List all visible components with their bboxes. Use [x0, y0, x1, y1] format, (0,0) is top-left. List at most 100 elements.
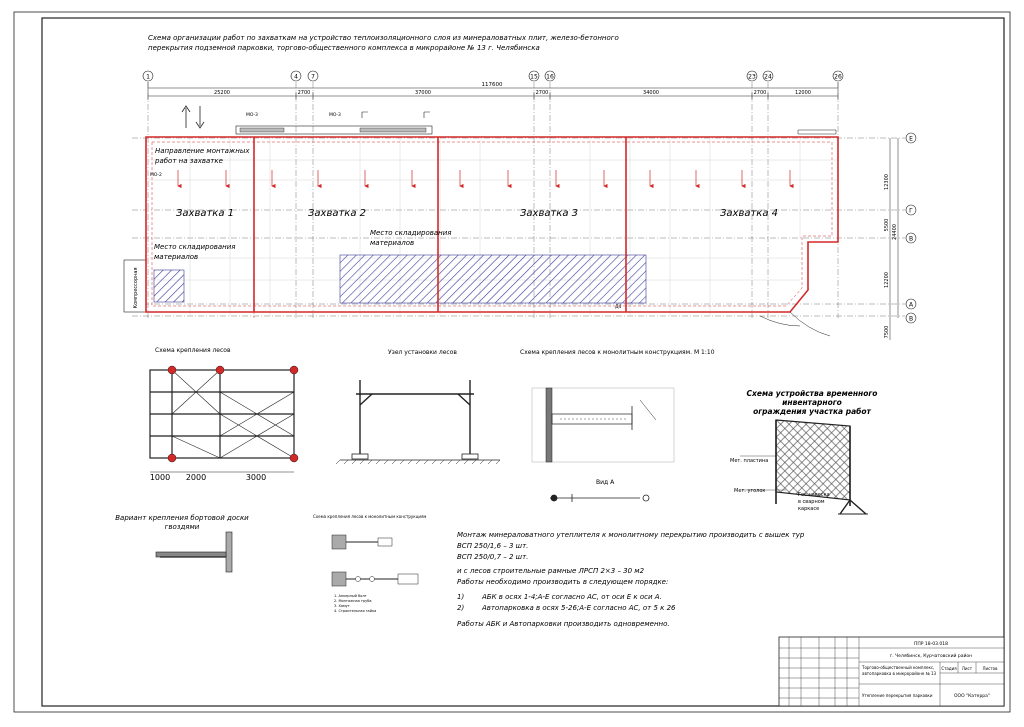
ramp-curve	[759, 315, 801, 327]
direction-note: Направление монтажных	[155, 147, 250, 155]
anchor-points	[167, 365, 299, 463]
rooftop-equipment	[359, 127, 427, 133]
scaffold-node: Узел установки лесов	[335, 349, 501, 465]
dimension: 2700	[298, 90, 311, 96]
storage-label-1b: материалов	[154, 253, 198, 261]
entrance-canopy	[797, 129, 837, 135]
axis-label: 15	[530, 74, 538, 81]
detail-title: Схема крепления лесов к монолитным конст…	[313, 514, 426, 519]
dimension: 7500	[884, 326, 890, 339]
fence-label: Гос навеска	[798, 492, 830, 498]
direction-note: работ на захватке	[154, 157, 223, 165]
note-number: 2)	[457, 604, 464, 612]
down-arrow-icon	[195, 106, 205, 129]
document-code: ППР 18-03.018	[914, 641, 948, 647]
sheet-title: Утепление перекрытия парковки	[862, 693, 933, 698]
mark-label: Д4	[615, 304, 622, 310]
fence-label: каркасе	[798, 506, 819, 512]
detail-title: Узел установки лесов	[388, 349, 457, 356]
compressor-label: Компрессорная	[133, 268, 139, 309]
dimension: 24400	[892, 224, 898, 240]
detail-title: гвоздями	[165, 523, 200, 531]
edge-board-variant: Вариант крепления бортовой доски гвоздям…	[115, 514, 249, 573]
dimension: 5500	[884, 219, 890, 232]
storage-label-1: Место складирования	[154, 243, 236, 251]
direction-arrows	[177, 170, 794, 189]
axis-label: 4	[294, 74, 298, 81]
note-line: Монтаж минераловатного утеплителя к моно…	[457, 531, 805, 539]
work-notes: Монтаж минераловатного утеплителя к моно…	[457, 531, 805, 628]
right-dimension-chain	[889, 138, 899, 340]
title-block: ППР 18-03.018 г. Челябинск, Курчатовский…	[778, 636, 1005, 707]
storage-label-2b: материалов	[370, 239, 414, 247]
dimension: 2700	[754, 90, 767, 96]
detail-title: Схема крепления лесов к монолитным конст…	[520, 349, 715, 356]
zone-label-2: Захватка 2	[308, 208, 366, 219]
axis-label: В	[909, 316, 913, 323]
overall-dimension: 117600	[482, 82, 503, 88]
drawing-title-line1: Схема организации работ по захваткам на …	[148, 34, 619, 42]
section-mark	[423, 111, 430, 118]
outer-frame	[13, 11, 1011, 713]
note-line: Работы необходимо производить в следующе…	[457, 578, 668, 586]
axis-label: Е	[909, 136, 913, 143]
zone-label-3: Захватка 3	[520, 208, 578, 219]
dimension: 34000	[643, 90, 659, 96]
storage-area-1	[153, 269, 185, 303]
note-line: ВСП 250/0,7 – 2 шт.	[457, 553, 528, 561]
fence-label: Мет. уголок	[734, 488, 765, 494]
dimension: 3000	[246, 473, 266, 482]
site-plan: 1 4 7 15 16 23 24 26	[123, 70, 917, 340]
note-line: Работы АБК и Автопарковки производить од…	[457, 620, 670, 628]
dimension: 12300	[884, 174, 890, 190]
sheet-header: Лист	[962, 666, 973, 671]
axis-label: 1	[146, 74, 150, 81]
mark-label: МО-2	[150, 172, 162, 178]
note-line: ВСП 250/1,6 – 3 шт.	[457, 542, 528, 550]
location: г. Челябинск, Курчатовский район	[890, 652, 972, 659]
note-line: Автопарковка в осях 5-26;А-Е согласно АС…	[481, 604, 676, 612]
note-line: АБК в осях 1-4;А-Е согласно АС, от оси Е…	[481, 593, 662, 601]
mark-label: МО-3	[246, 112, 258, 118]
dimension: 37000	[415, 90, 431, 96]
note-number: 1)	[457, 593, 464, 601]
axis-label: 7	[311, 74, 315, 81]
axis-label: 23	[748, 74, 756, 81]
detail-title: Вариант крепления бортовой доски	[115, 514, 249, 522]
axis-bubbles-right: Е Г В А В	[905, 132, 917, 324]
ramp-curve	[789, 311, 831, 337]
dimension: 25200	[214, 90, 230, 96]
dimension: 2000	[186, 473, 206, 482]
storage-area-2	[339, 254, 647, 304]
inner-frame	[41, 17, 1005, 707]
zone-label-4: Захватка 4	[720, 208, 778, 219]
rooftop-equipment	[239, 127, 285, 133]
zone-boundary-dashed	[151, 141, 833, 318]
anchor-bolt-view	[550, 494, 650, 502]
dimension: 12000	[795, 90, 811, 96]
temporary-fence-scheme: Схема устройства временного инвентарного…	[730, 389, 877, 515]
detail-title: ограждения участка работ	[753, 407, 871, 416]
axis-label: 24	[764, 74, 772, 81]
axis-label: А	[909, 302, 914, 309]
axis-bubbles-top: 1 4 7 15 16 23 24 26	[142, 70, 844, 82]
stage-header: Стадия	[941, 666, 957, 671]
scaffolding-scheme: Схема крепления лесов 1000 2000	[149, 347, 299, 482]
axis-label: В	[909, 236, 913, 243]
dimension: 2700	[536, 90, 549, 96]
detail-title: Схема крепления лесов	[155, 347, 231, 354]
object-name: Торгово-общественный комплекс,	[861, 665, 934, 670]
object-name: автопарковка в микрорайоне № 13	[862, 671, 937, 676]
legend-item: 4. Строительная гайка	[334, 609, 376, 613]
zone-label-1: Захватка 1	[176, 208, 234, 219]
fence-label: в сварном	[798, 499, 825, 505]
work-zones-outline	[145, 136, 839, 313]
axis-label: 26	[834, 74, 842, 81]
legend-item: 3. Хомут	[334, 604, 350, 608]
drawing-title-line2: перекрытия подземной парковки, торгово-о…	[148, 44, 540, 52]
company-name: ООО "Катерра"	[954, 693, 990, 699]
view-label: Вид А	[596, 479, 615, 486]
dimension: 1000	[150, 473, 170, 482]
